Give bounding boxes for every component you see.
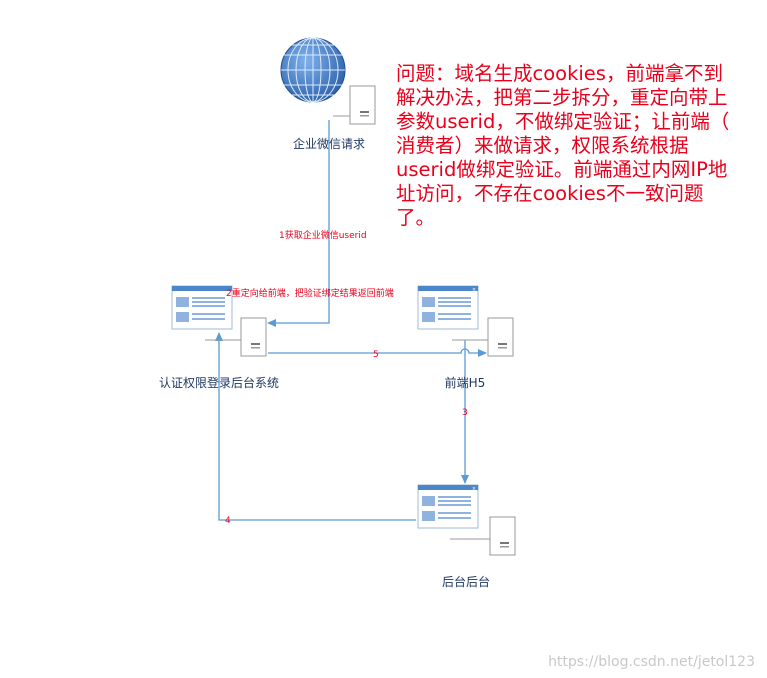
note-line: userid做绑定验证。前端通过内网IP地 (396, 158, 728, 181)
server-icon (205, 317, 267, 357)
note-line: 问题：域名生成cookies，前端拿不到 (396, 62, 723, 85)
edge-label-2: 2重定向给前端，把验证绑定结果返回前端 (226, 287, 394, 299)
note-line: 解决办法，把第二步拆分，重定向带上 (396, 86, 728, 109)
svg-text:×: × (472, 486, 476, 492)
globe-icon (280, 37, 346, 103)
server-icon (452, 317, 514, 357)
node-label-auth: 认证权限登录后台系统 (159, 375, 279, 390)
edge-1-line (267, 120, 330, 327)
browser-window-icon (171, 285, 233, 330)
note-line: 了。 (396, 206, 436, 229)
watermark: https://blog.csdn.net/jetol123 (548, 654, 755, 670)
node-label-backend: 后台后台 (442, 574, 490, 589)
node-backend: × 后台后台 (417, 484, 516, 589)
connectors (215, 120, 487, 521)
edge-label-5: 5 (373, 350, 379, 360)
svg-text:×: × (472, 287, 476, 293)
browser-window-icon: × (417, 484, 479, 529)
note-line: 消费者）来做请求，权限系统根据 (396, 134, 689, 157)
note-line: 参数userid，不做绑定验证；让前端（ (396, 110, 730, 133)
node-frontend: × 前端H5 (417, 285, 514, 390)
edge-4-line (215, 332, 416, 521)
node-auth: 认证权限登录后台系统 (159, 285, 279, 390)
note-line: 址访问，不存在cookies不一致问题 (396, 182, 704, 205)
server-icon (450, 516, 516, 556)
edge-label-3: 3 (462, 408, 468, 418)
node-label-wechat: 企业微信请求 (293, 136, 365, 151)
edge-labels: 1获取企业微信userid 2重定向给前端，把验证绑定结果返回前端 3 4 5 (225, 229, 468, 526)
edge-label-4: 4 (225, 516, 231, 526)
node-wechat: 企业微信请求 (280, 37, 376, 151)
node-label-frontend: 前端H5 (445, 375, 486, 390)
edge-label-1: 1获取企业微信userid (279, 229, 367, 241)
problem-note: 问题：域名生成cookies，前端拿不到 解决办法，把第二步拆分，重定向带上 参… (396, 62, 758, 230)
browser-window-icon: × (417, 285, 479, 330)
server-icon (333, 85, 376, 125)
